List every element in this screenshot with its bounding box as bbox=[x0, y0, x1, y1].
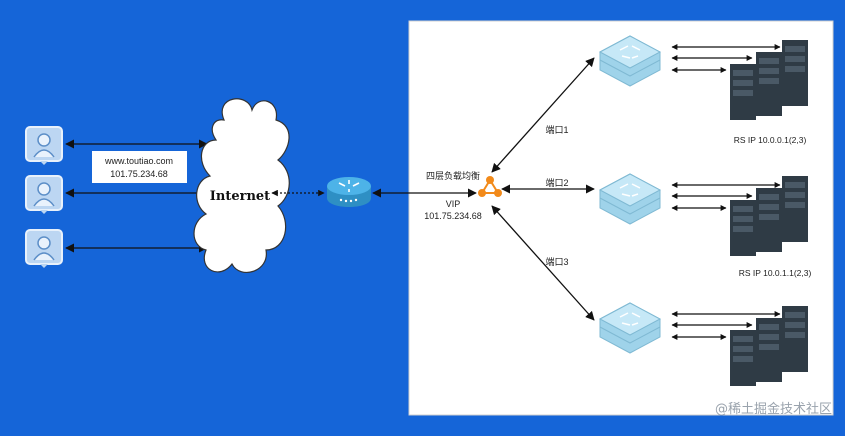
switch-icon bbox=[598, 302, 662, 354]
server-icon bbox=[730, 64, 756, 120]
server-icon bbox=[756, 188, 782, 252]
lb-name: 四层负载均衡 bbox=[426, 170, 480, 181]
port3-label: 端口3 bbox=[545, 256, 568, 267]
server-icon bbox=[782, 40, 808, 106]
server-icon bbox=[756, 318, 782, 382]
port1-label: 端口1 bbox=[545, 124, 568, 135]
router-icon bbox=[327, 177, 371, 207]
dns-ip: 101.75.234.68 bbox=[110, 169, 168, 179]
watermark: @稀土掘金技术社区 bbox=[715, 401, 832, 417]
lb-vip-label: VIP bbox=[446, 199, 461, 209]
server-icon bbox=[730, 200, 756, 256]
port1-link bbox=[491, 57, 595, 173]
rs-ip-label-group2: RS IP 10.0.1.1(2,3) bbox=[739, 268, 812, 278]
user-icon bbox=[25, 175, 63, 214]
dns-info-box bbox=[92, 151, 187, 183]
server-rack-group bbox=[730, 176, 808, 256]
internet-label: Internet bbox=[210, 189, 270, 204]
server-icon bbox=[782, 306, 808, 372]
server-rack-group bbox=[730, 306, 808, 386]
dns-domain: www.toutiao.com bbox=[104, 156, 173, 166]
switch-icon bbox=[598, 173, 662, 225]
load-balancer-icon bbox=[478, 176, 502, 197]
server-icon bbox=[782, 176, 808, 242]
user-icon bbox=[25, 229, 63, 268]
switch-icon bbox=[598, 35, 662, 87]
port3-link bbox=[491, 205, 595, 321]
rs-ip-label-group1: RS IP 10.0.0.1(2,3) bbox=[734, 135, 807, 145]
server-icon bbox=[730, 330, 756, 386]
lb-vip: 101.75.234.68 bbox=[424, 211, 482, 221]
internet-cloud: Internet bbox=[193, 98, 290, 273]
server-icon bbox=[756, 52, 782, 116]
port2-label: 端口2 bbox=[545, 177, 568, 188]
user-icon bbox=[25, 126, 63, 165]
server-rack-group bbox=[730, 40, 808, 120]
